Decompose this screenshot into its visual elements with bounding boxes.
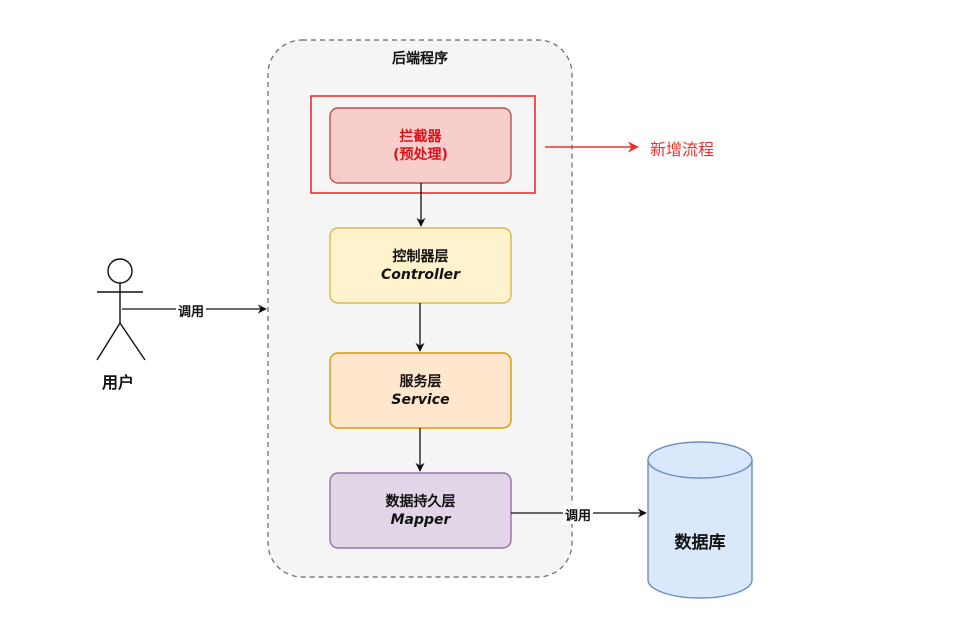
new-flow-label: 新增流程 bbox=[650, 140, 715, 159]
controller-line1: 控制器层 bbox=[392, 248, 449, 265]
mapper-label: 数据持久层 Mapper bbox=[330, 473, 511, 548]
interceptor-label: 拦截器 (预处理) bbox=[330, 108, 511, 183]
interceptor-line1: 拦截器 bbox=[399, 128, 442, 145]
user-call-label: 调用 bbox=[176, 301, 207, 320]
interceptor-line2: (预处理) bbox=[393, 146, 448, 163]
user-label: 用户 bbox=[102, 373, 135, 392]
controller-line2: Controller bbox=[380, 266, 461, 283]
mapper-line2: Mapper bbox=[390, 511, 451, 528]
user-actor-icon bbox=[96, 258, 146, 361]
interceptor-highlight-frame bbox=[310, 95, 536, 194]
mapper-box bbox=[329, 472, 512, 549]
container-title: 后端程序 bbox=[392, 51, 448, 67]
mapper-line1: 数据持久层 bbox=[385, 493, 456, 510]
service-line2: Service bbox=[391, 391, 450, 408]
controller-label: 控制器层 Controller bbox=[330, 228, 511, 303]
database-call-label: 调用 bbox=[563, 505, 594, 524]
database-cylinder-icon bbox=[647, 441, 753, 599]
service-label: 服务层 Service bbox=[330, 353, 511, 428]
service-line1: 服务层 bbox=[399, 373, 442, 390]
database-label: 数据库 bbox=[674, 533, 726, 553]
